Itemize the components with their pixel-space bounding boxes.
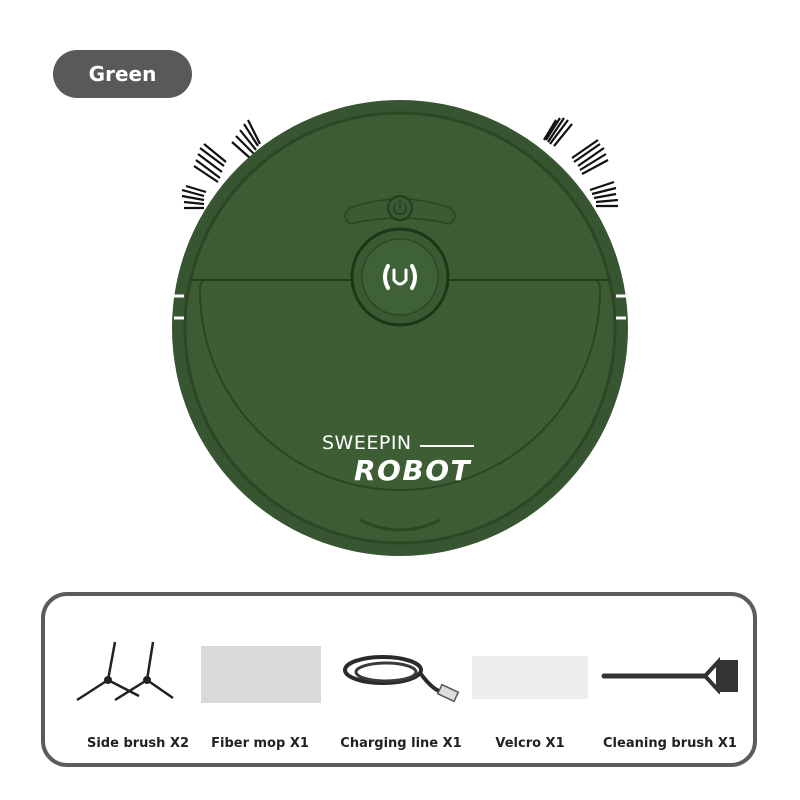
accessory-label: Cleaning brush X1 (603, 736, 737, 751)
accessory-label: Fiber mop X1 (211, 736, 309, 751)
accessory-side-brush: Side brush X2 (63, 596, 213, 771)
color-variant-badge: Green (53, 50, 192, 98)
accessory-label: Side brush X2 (86, 736, 190, 751)
accessories-panel: Side brush X2 Fiber mop X1 Charging line… (41, 592, 757, 767)
brand-line1: SWEEPIN (322, 432, 474, 454)
accessory-cleaning-brush: Cleaning brush X1 (600, 596, 740, 771)
clean-button-icon (361, 238, 439, 316)
accessory-fiber-mop: Fiber mop X1 (200, 596, 321, 771)
fiber-mop-icon (201, 646, 321, 703)
brand-line2: ROBOT (354, 454, 472, 487)
accessory-label: Velcro X1 (495, 736, 565, 751)
side-brush-bristles-right-icon (543, 117, 619, 208)
accessory-label: Charging line X1 (340, 736, 462, 751)
robot-vacuum-image: SWEEPIN ROBOT (160, 100, 640, 580)
velcro-pad-icon (472, 656, 588, 699)
accessory-velcro: Velcro X1 (470, 596, 590, 771)
usb-cable-icon (343, 655, 460, 703)
cleaning-brush-icon (601, 656, 738, 694)
side-brush-bristles-left-icon (181, 119, 261, 210)
accessory-charging-line: Charging line X1 (340, 596, 462, 771)
side-brush-icon (76, 641, 174, 702)
